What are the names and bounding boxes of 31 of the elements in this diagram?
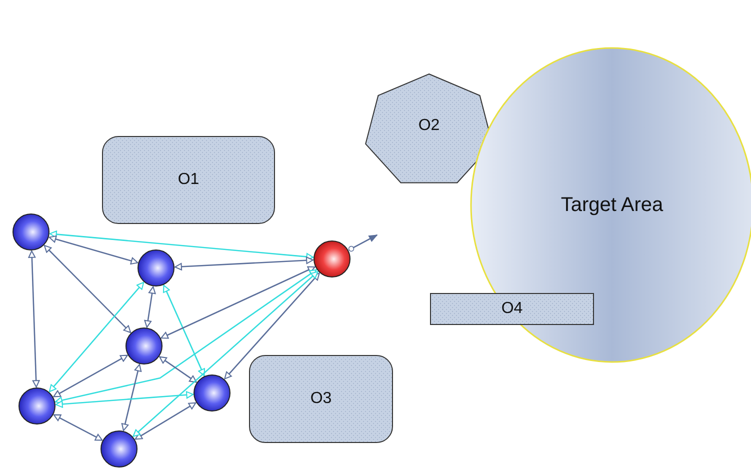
agent-sphere — [12, 213, 50, 251]
obstacle-label: O2 — [418, 117, 440, 135]
agent-sphere — [100, 430, 138, 468]
obstacle-label: O1 — [178, 171, 200, 189]
arrow — [174, 256, 314, 270]
arrow — [49, 230, 314, 260]
arrow — [55, 391, 194, 408]
arrow — [48, 282, 144, 392]
area-label: Target Area — [560, 194, 664, 216]
arrow — [348, 234, 378, 252]
arrow — [28, 250, 40, 388]
arrow — [134, 402, 196, 440]
arrow — [162, 284, 206, 376]
agent-sphere — [18, 387, 56, 425]
arrow — [224, 272, 320, 380]
arrow — [160, 266, 316, 339]
arrow — [159, 356, 197, 383]
target-agent-sphere — [313, 240, 351, 278]
arrow — [54, 269, 317, 404]
agent-sphere — [125, 327, 163, 365]
obstacle-label: O4 — [501, 300, 523, 318]
agent-sphere — [193, 374, 231, 412]
arrow — [144, 286, 156, 328]
arrow — [48, 235, 138, 265]
arrow — [132, 271, 318, 437]
arrow — [44, 244, 132, 334]
arrow — [121, 364, 142, 432]
obstacle-label: O3 — [310, 390, 332, 408]
arrow — [53, 354, 128, 398]
agent-sphere — [137, 249, 175, 287]
arrow — [53, 414, 103, 441]
